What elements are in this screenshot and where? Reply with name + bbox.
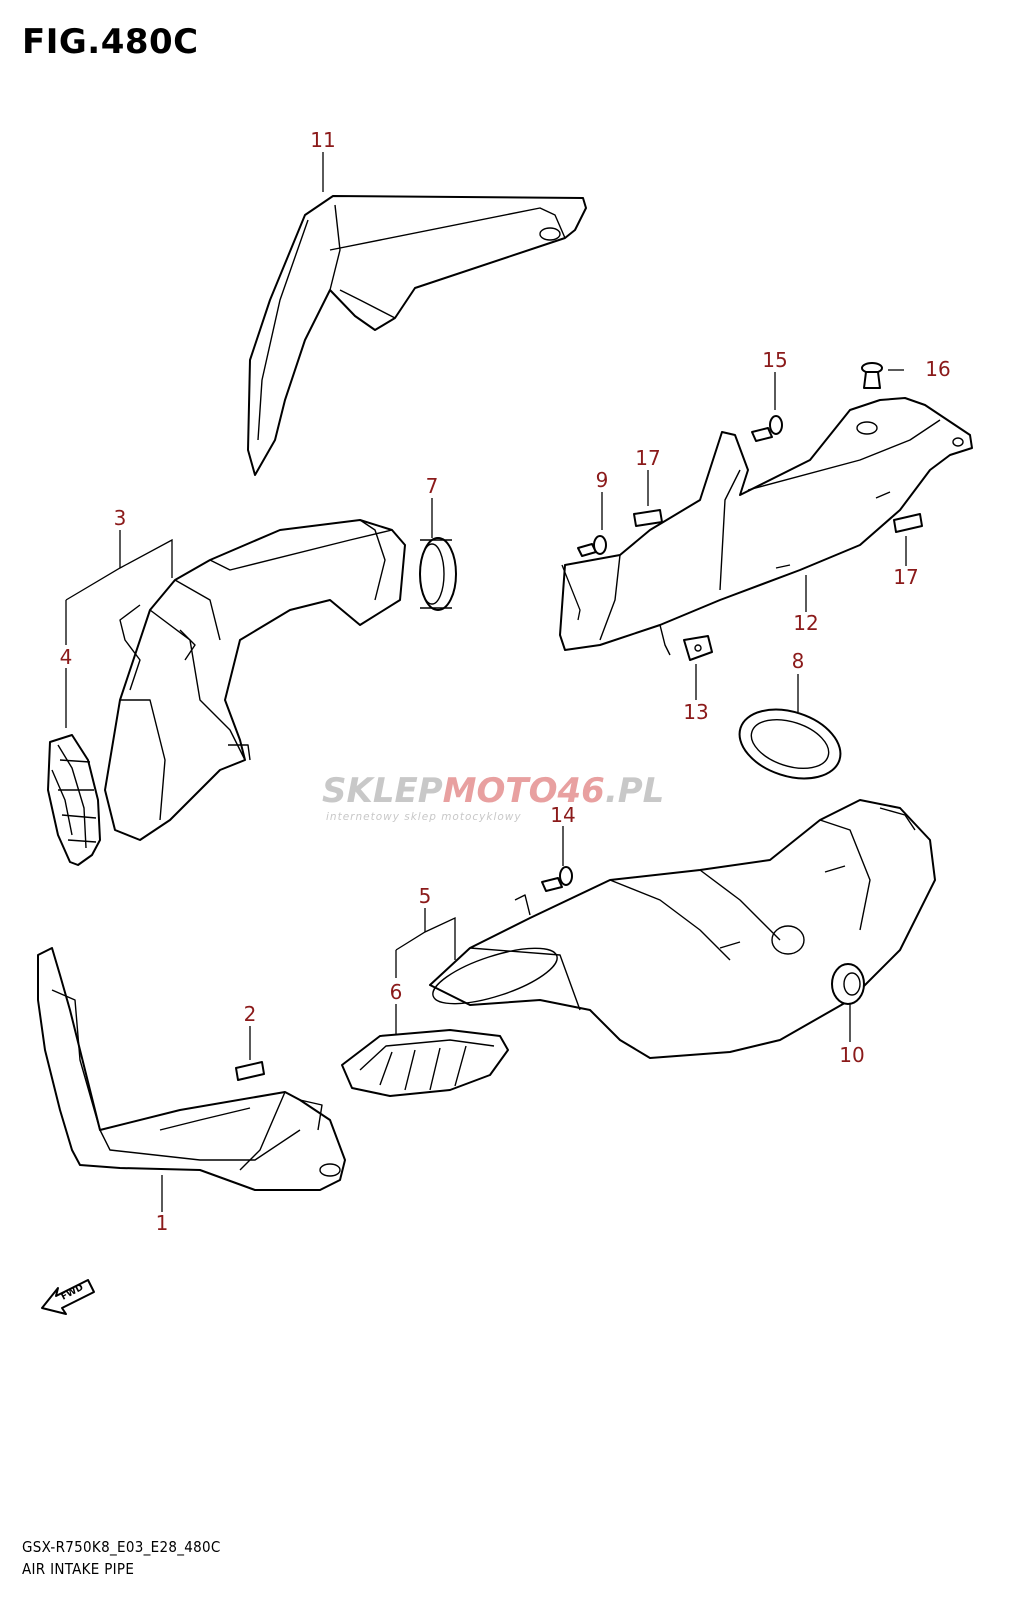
- part-11-duct-cover: [247, 195, 587, 476]
- callout-12: 12: [793, 611, 818, 635]
- part-16-grommet: [861, 362, 883, 389]
- watermark-part1: SKLEP: [322, 771, 443, 811]
- watermark-part4: .PL: [605, 771, 665, 811]
- callout-17-right: 17: [893, 565, 918, 589]
- callout-13: 13: [683, 700, 708, 724]
- part-7-rubber-collar: [419, 537, 457, 611]
- callout-15: 15: [762, 348, 787, 372]
- part-8-seal-ring: [738, 708, 842, 780]
- callout-4: 4: [60, 645, 73, 669]
- leader-lines: [65, 152, 907, 1212]
- watermark-part2: MOTO: [443, 771, 558, 811]
- watermark-tagline: internetowy sklep motocyklowy: [326, 811, 522, 823]
- callout-5: 5: [419, 884, 432, 908]
- callout-8: 8: [792, 649, 805, 673]
- callout-11: 11: [310, 128, 335, 152]
- part-3-left-intake-duct: [104, 519, 406, 841]
- part-2-label: [235, 1061, 265, 1081]
- footer-model-code: GSX-R750K8_E03_E28_480C: [22, 1538, 221, 1556]
- callout-numbers: 11 3 4 7 9 15 16 17 17 12 13 8 14 5 6 2 …: [60, 128, 951, 1235]
- fwd-arrow-icon: FWD: [41, 1279, 95, 1315]
- part-10-grommet: [831, 963, 865, 1005]
- callout-6: 6: [390, 980, 403, 1004]
- svg-text:SKLEPMOTO46.PL: SKLEPMOTO46.PL: [322, 771, 664, 811]
- watermark-part3: 46: [557, 771, 605, 811]
- part-4-intake-grille-left: [47, 734, 101, 866]
- callout-3: 3: [114, 506, 127, 530]
- callout-14: 14: [550, 803, 575, 827]
- part-12-duct-cover-right: [559, 397, 973, 656]
- footer-part-name: AIR INTAKE PIPE: [22, 1560, 135, 1578]
- part-1-lower-duct: [37, 947, 346, 1191]
- callout-10: 10: [839, 1043, 864, 1067]
- callout-16: 16: [925, 357, 950, 381]
- callout-17-upper: 17: [635, 446, 660, 470]
- part-6-intake-grille-right: [341, 1029, 509, 1097]
- part-17-label-upper: [633, 509, 663, 527]
- part-9-screw: [577, 535, 607, 557]
- figure-title: FIG.480C: [22, 22, 199, 62]
- part-13-clip: [683, 635, 713, 661]
- callout-7: 7: [426, 474, 439, 498]
- callout-1: 1: [156, 1211, 169, 1235]
- callout-2: 2: [244, 1002, 257, 1026]
- part-5-right-intake-duct: [429, 799, 936, 1059]
- part-17-label-right: [893, 513, 923, 533]
- callout-9: 9: [596, 468, 609, 492]
- part-15-screw: [751, 415, 783, 442]
- part-14-screw: [541, 866, 573, 892]
- watermark: SKLEPMOTO46.PL internetowy sklep motocyk…: [322, 771, 664, 823]
